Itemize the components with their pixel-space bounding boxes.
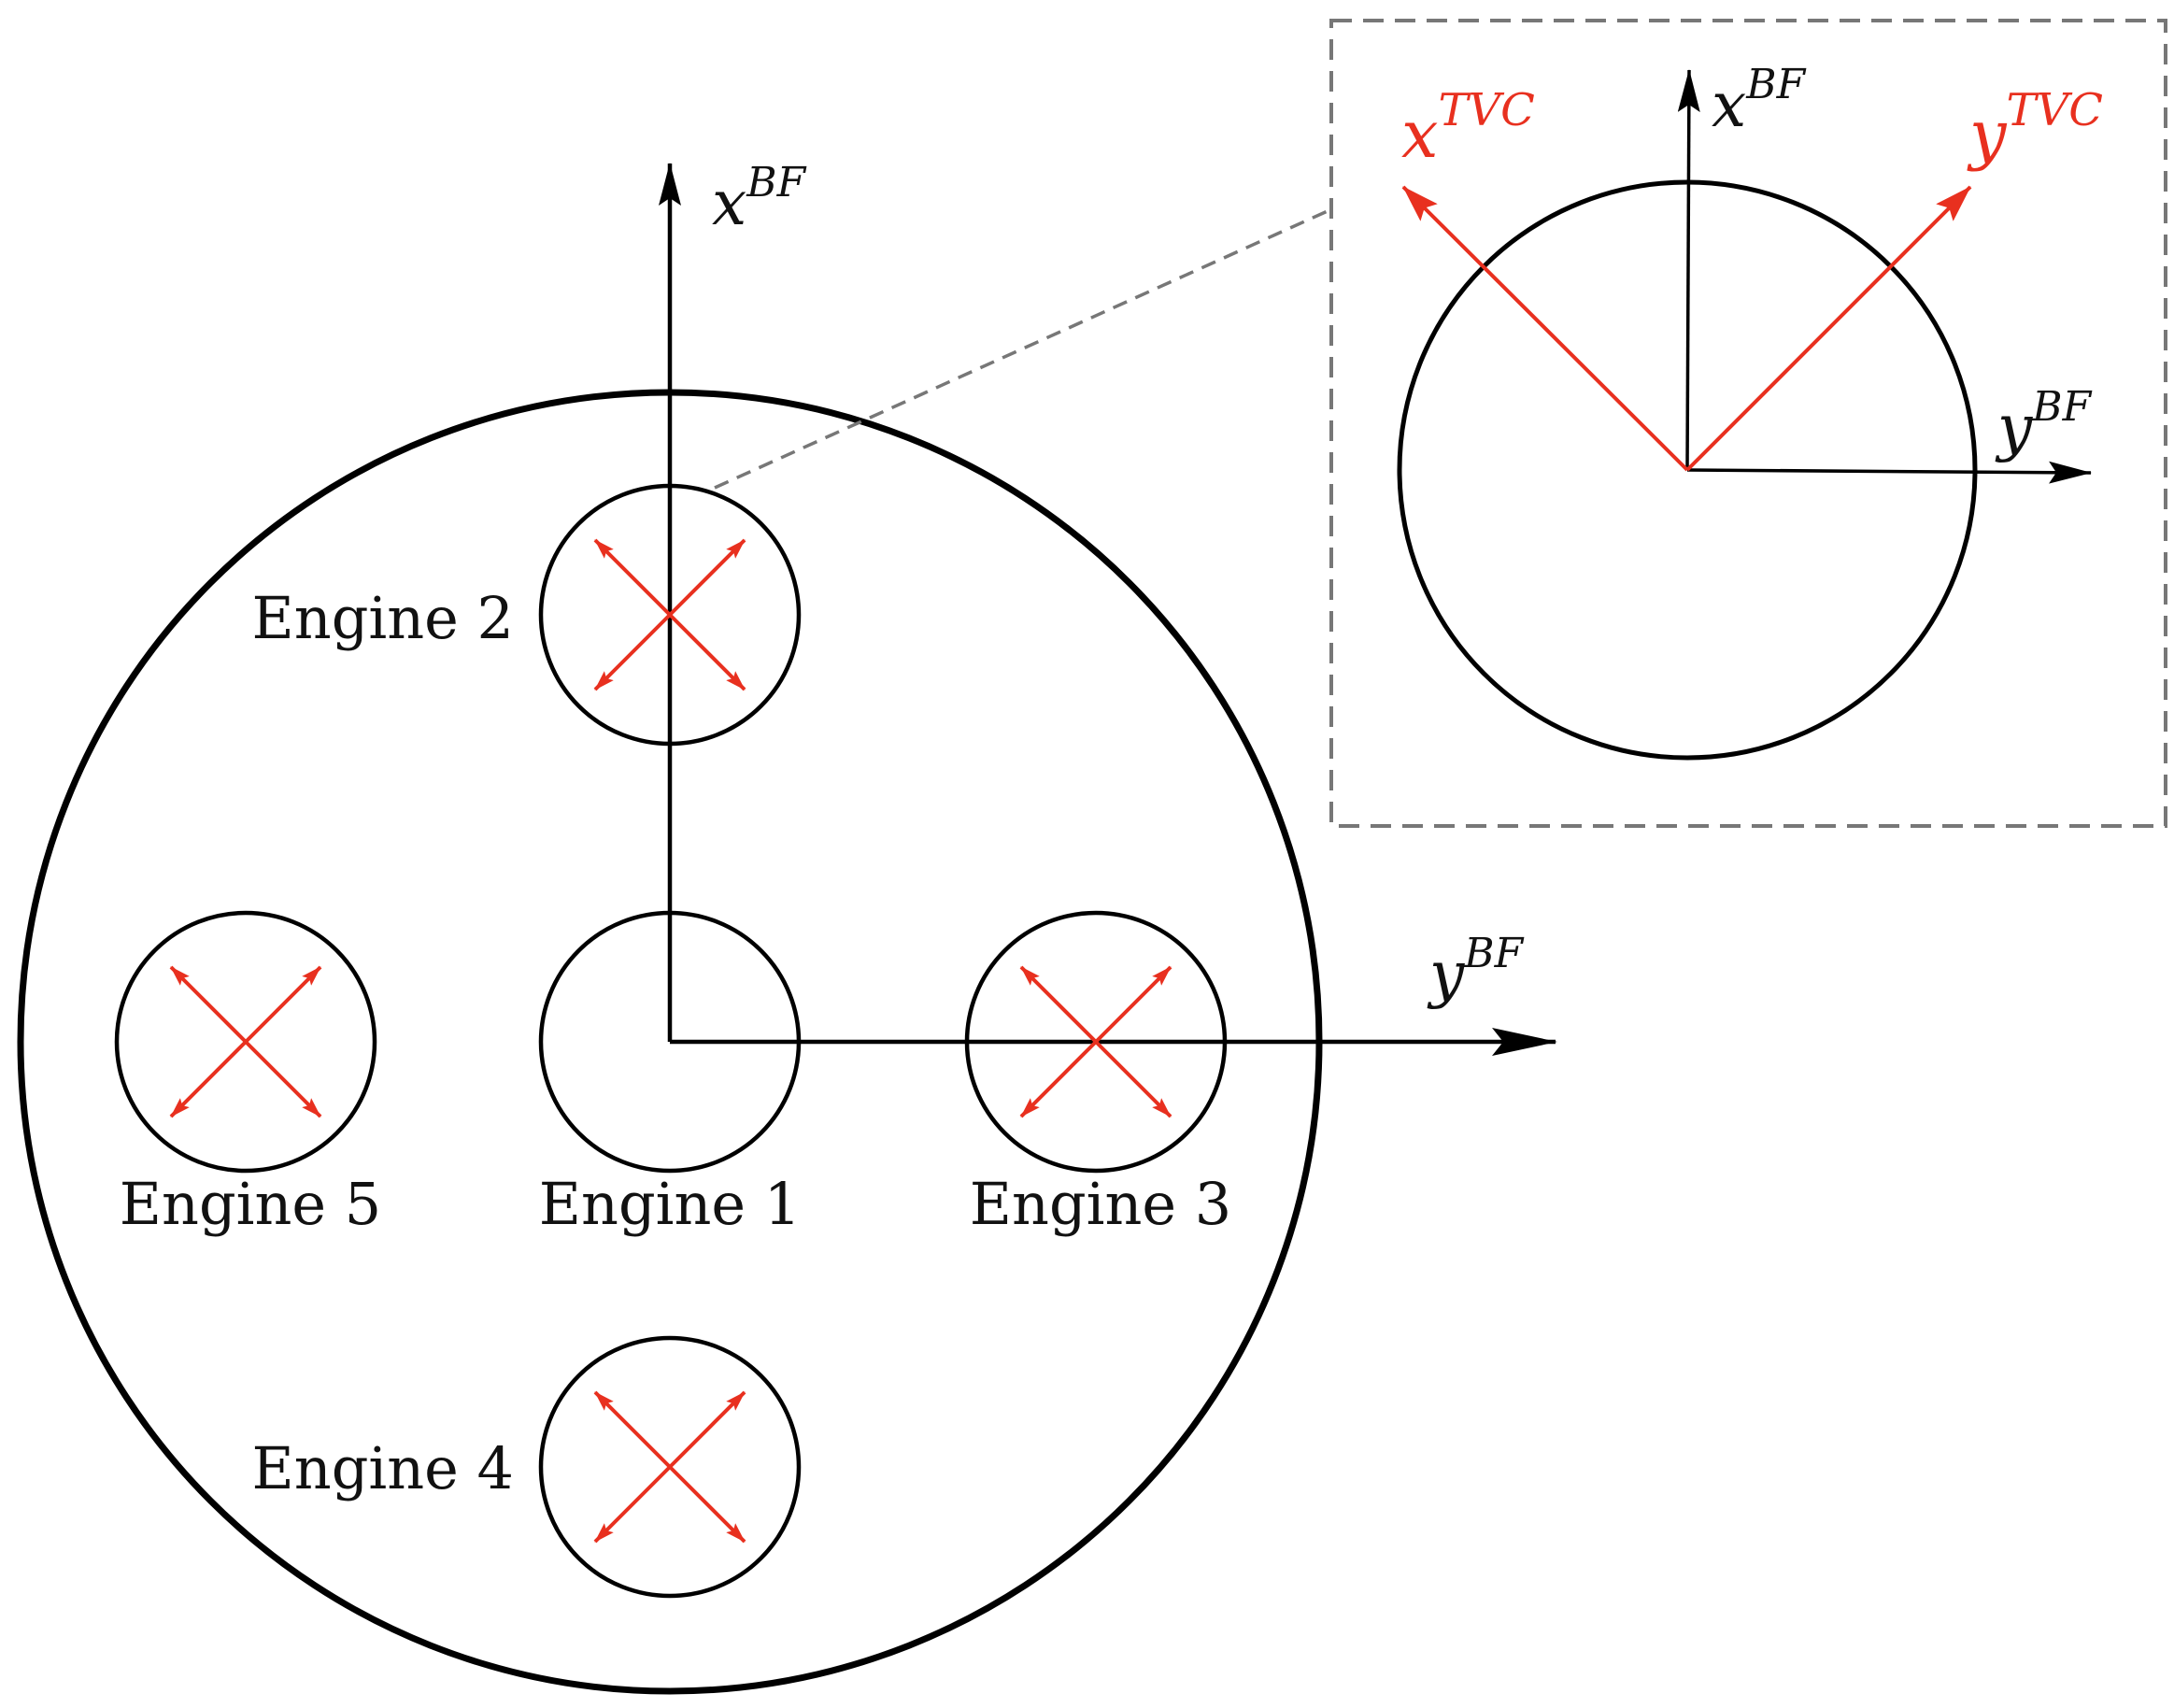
inset-y-bf-label: yBF — [1995, 383, 2093, 463]
engine-5-gimbal-arrows — [169, 965, 322, 1118]
inset-y-tvc-label: yTVC — [1967, 84, 2103, 173]
engine-2-gimbal-arrows — [593, 538, 746, 691]
engine-3-gimbal-arrows — [1019, 965, 1172, 1118]
engine-4-label: Engine 4 — [252, 1434, 514, 1502]
engine-5-label: Engine 5 — [120, 1170, 381, 1238]
zoom-connector-line — [714, 208, 1330, 490]
engine-4-circle — [538, 1335, 802, 1599]
inset-y-tvc-axis — [1685, 185, 1972, 472]
engine-1-circle — [538, 910, 802, 1174]
engine-3-circle — [964, 910, 1228, 1174]
engine-2-label: Engine 2 — [252, 584, 514, 652]
engine-5-circle — [114, 910, 377, 1174]
engine-1-label: Engine 1 — [539, 1170, 801, 1238]
engine-2-circle — [538, 483, 802, 747]
engine-3-label: Engine 3 — [970, 1170, 1231, 1238]
inset-x-bf-label: xBF — [1712, 61, 1807, 141]
inset-dashed-border — [1329, 19, 2167, 828]
inset-panel: xBF yBF xTVC yTVC — [1329, 19, 2167, 828]
engine-4-gimbal-arrows — [593, 1390, 746, 1544]
y-bf-axis-label: yBF — [1427, 930, 1525, 1010]
inset-y-bf-axis — [1686, 461, 2092, 484]
inset-x-tvc-axis — [1401, 185, 1689, 472]
inset-x-bf-axis — [1677, 69, 1700, 471]
inset-x-tvc-label: xTVC — [1401, 84, 1535, 173]
x-bf-axis-label: xBF — [712, 159, 807, 239]
